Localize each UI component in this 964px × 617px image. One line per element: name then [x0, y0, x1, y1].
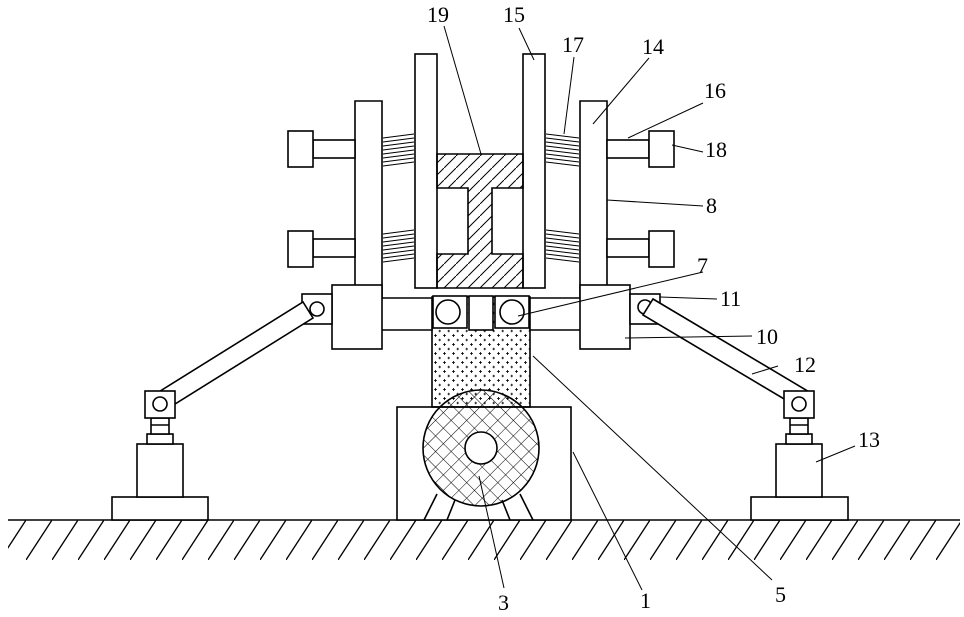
- label-15: 15: [503, 2, 525, 27]
- label-13: 13: [858, 427, 880, 452]
- cylinder-right: [751, 391, 848, 520]
- label-14: 14: [642, 34, 664, 59]
- label-18: 18: [705, 137, 727, 162]
- label-16: 16: [704, 78, 726, 103]
- label-7: 7: [697, 253, 708, 278]
- label-3: 3: [498, 590, 509, 615]
- label-1: 1: [640, 588, 651, 613]
- label-19: 19: [427, 2, 449, 27]
- ground: [8, 520, 960, 560]
- label-8: 8: [706, 193, 717, 218]
- cylinder-left: [112, 391, 208, 520]
- i-beam: [437, 154, 523, 288]
- label-5: 5: [775, 582, 786, 607]
- arm-left: [157, 302, 313, 409]
- label-10: 10: [756, 324, 778, 349]
- label-12: 12: [794, 352, 816, 377]
- label-17: 17: [562, 32, 584, 57]
- label-11: 11: [720, 286, 741, 311]
